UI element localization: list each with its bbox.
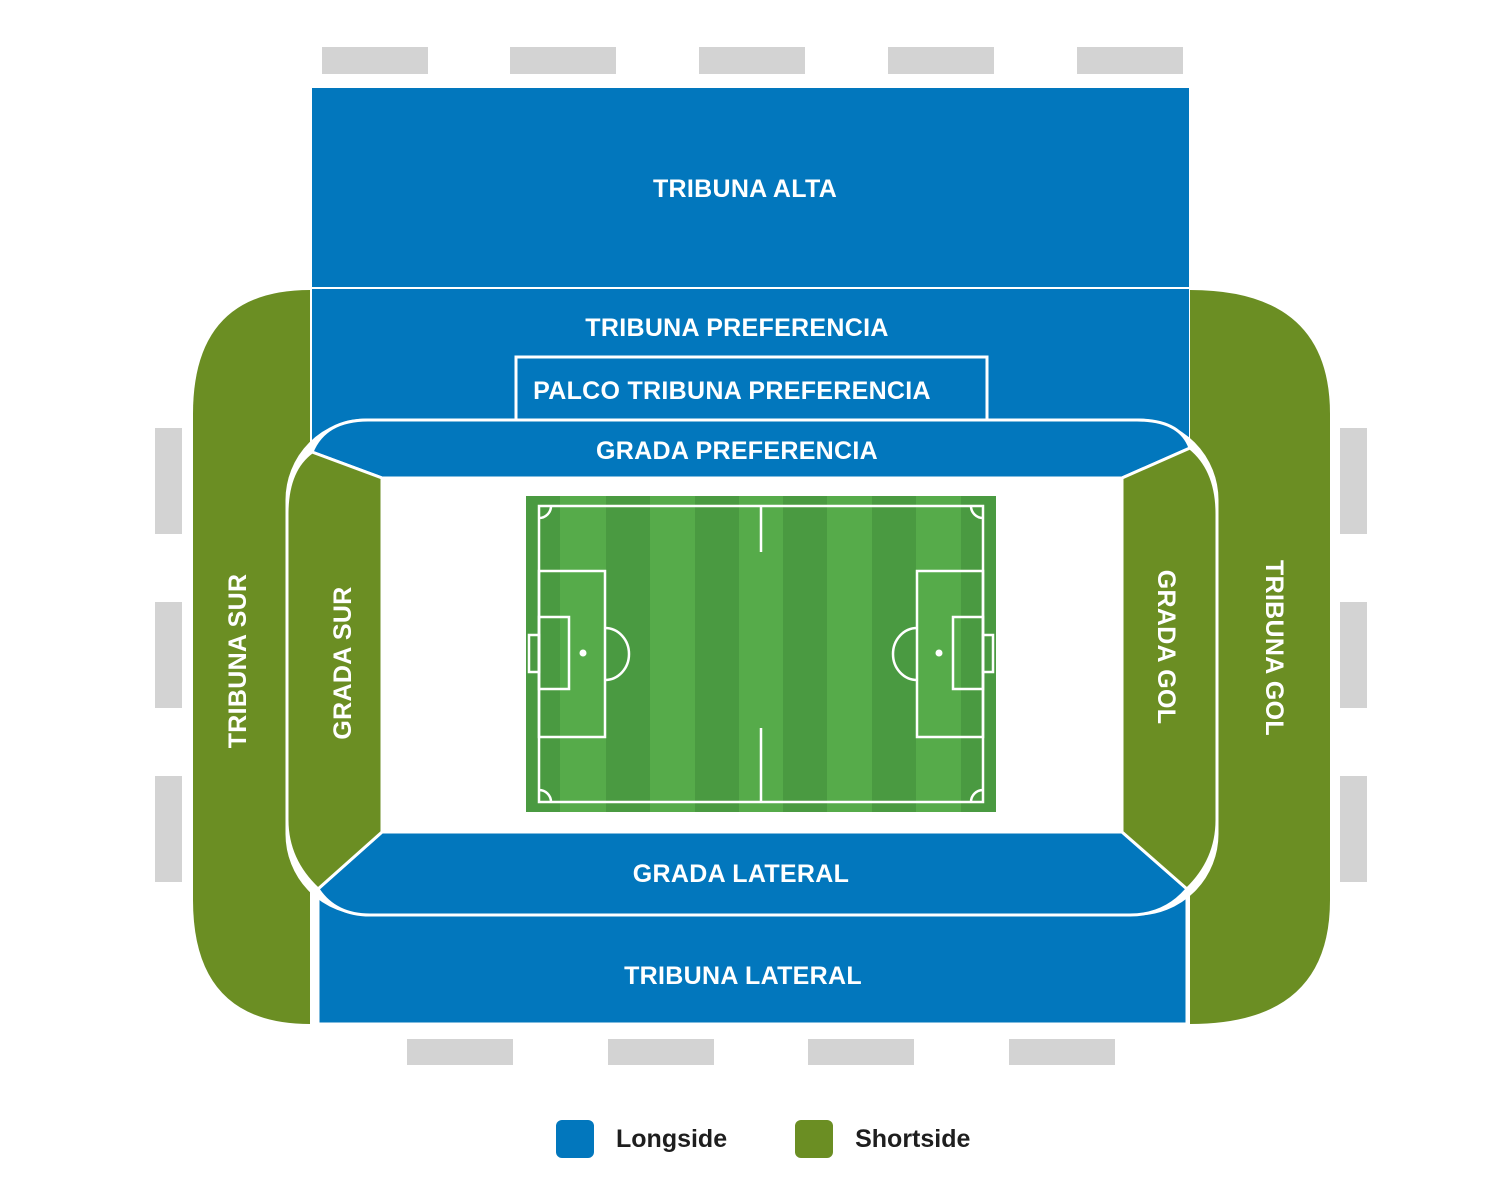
gate-top-1 [322,47,428,74]
corner-arc-bl [538,788,553,803]
pitch-stripes [526,496,996,812]
pitch-stripe [526,496,560,812]
label-tribuna-sur: TRIBUNA SUR [224,574,252,749]
penalty-arc-left [604,626,631,682]
goal-right [981,633,995,674]
label-tribuna-alta: TRIBUNA ALTA [653,175,837,203]
gate-left-3 [155,776,182,882]
section-tribuna-sur[interactable] [193,290,310,1024]
section-tribuna-alta[interactable] [312,88,1189,287]
penalty-arc-right [891,626,918,682]
corner-arc-tr [969,505,984,520]
label-tribuna-lateral: TRIBUNA LATERAL [624,962,862,990]
longside-swatch [556,1120,594,1158]
legend: Longside Shortside [556,1118,970,1160]
penalty-spot-right [935,649,943,657]
label-grada-preferencia: GRADA PREFERENCIA [596,437,878,465]
shortside-swatch [795,1120,834,1158]
entrance-gates [155,47,1367,1065]
gate-bottom-2 [608,1039,714,1065]
pitch-lines [527,504,995,804]
gate-right-2 [1340,602,1367,708]
section-tribuna-gol[interactable] [1190,290,1330,1024]
label-palco-tribuna-preferencia: PALCO TRIBUNA PREFERENCIA [533,377,931,405]
legend-label-shortside: Shortside [855,1124,971,1153]
corner-arc-br [969,788,984,803]
gate-top-5 [1077,47,1183,74]
section-grada-gol[interactable] [1120,446,1219,892]
gate-right-3 [1340,776,1367,882]
gate-bottom-3 [808,1039,914,1065]
label-grada-lateral: GRADA LATERAL [633,860,849,888]
gate-bottom-4 [1009,1039,1115,1065]
corner-arc-tl [538,505,553,520]
pitch-stripe [961,496,996,812]
label-grada-sur: GRADA SUR [329,586,357,739]
section-palco-tribuna-preferencia[interactable] [514,355,989,422]
pitch-stripe [783,496,827,812]
gate-bottom-1 [407,1039,513,1065]
label-grada-gol: GRADA GOL [1152,570,1180,725]
pitch-stripe [695,496,739,812]
goal-left [527,633,541,674]
legend-item-longside: Longside [556,1120,727,1158]
section-grada-lateral[interactable] [316,830,1190,917]
gate-top-3 [699,47,805,74]
penalty-spot-left [579,649,587,657]
gate-right-1 [1340,428,1367,534]
legend-label-longside: Longside [616,1124,728,1153]
gate-top-2 [510,47,616,74]
gate-left-1 [155,428,182,534]
gate-left-2 [155,602,182,708]
label-tribuna-preferencia: TRIBUNA PREFERENCIA [585,314,888,342]
legend-item-shortside: Shortside [795,1120,970,1158]
football-pitch [526,496,996,812]
section-grada-sur[interactable] [285,450,384,892]
gate-top-4 [888,47,994,74]
label-tribuna-gol: TRIBUNA GOL [1260,560,1288,736]
